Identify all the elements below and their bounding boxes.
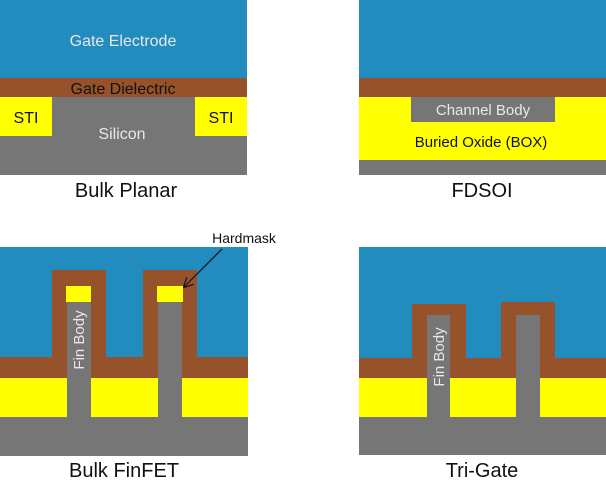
fin2-body — [158, 302, 182, 417]
sti-oxide-layer — [0, 378, 248, 417]
gate-dielectric-layer — [0, 78, 247, 97]
caption-bulk-planar: Bulk Planar — [75, 180, 178, 202]
silicon-substrate — [0, 417, 248, 456]
fin2-body — [516, 315, 540, 417]
channel-body-label: Channel Body — [436, 102, 531, 119]
gate-dielectric-layer — [0, 357, 248, 378]
panel-bulk-finfet: Fin Body Hardmask Bulk FinFET — [0, 230, 277, 482]
caption-tri-gate: Tri-Gate — [446, 460, 519, 482]
caption-fdsoi: FDSOI — [451, 180, 512, 202]
fin1-body — [427, 315, 450, 417]
fin2-hardmask — [157, 286, 183, 302]
silicon-substrate — [359, 417, 606, 455]
gate-dielectric-label: Gate Dielectric — [71, 81, 176, 98]
gate-electrode-layer — [0, 0, 247, 78]
channel-body — [411, 97, 555, 122]
sti-left-label: STI — [14, 110, 39, 127]
gate-electrode-label: Gate Electrode — [70, 33, 177, 50]
panel-tri-gate: Fin Body Tri-Gate — [359, 247, 606, 482]
sti-left — [0, 97, 52, 136]
panel-bulk-planar: Gate Electrode Gate Dielectric STI STI S… — [0, 0, 247, 202]
gate-electrode-layer — [0, 247, 248, 357]
fin-body-label: Fin Body — [71, 310, 88, 370]
gate-electrode-layer — [359, 0, 606, 78]
gate-dielectric-layer — [359, 358, 606, 378]
gate-dielectric-layer — [359, 78, 606, 97]
fin1-hardmask — [66, 286, 91, 302]
hardmask-arrow — [184, 248, 223, 287]
sti-right-label: STI — [209, 110, 234, 127]
oxide-layer — [359, 378, 606, 417]
sti-right — [195, 97, 247, 136]
panel-fdsoi: Channel Body Buried Oxide (BOX) FDSOI — [359, 0, 606, 202]
silicon-substrate — [359, 160, 606, 175]
hardmask-label: Hardmask — [212, 230, 277, 246]
silicon-label: Silicon — [98, 126, 145, 143]
caption-bulk-finfet: Bulk FinFET — [69, 460, 179, 482]
fin1-body — [67, 302, 91, 417]
buried-oxide-label: Buried Oxide (BOX) — [415, 134, 548, 151]
fin-body-label: Fin Body — [431, 327, 448, 387]
gate-electrode-layer — [359, 247, 606, 358]
